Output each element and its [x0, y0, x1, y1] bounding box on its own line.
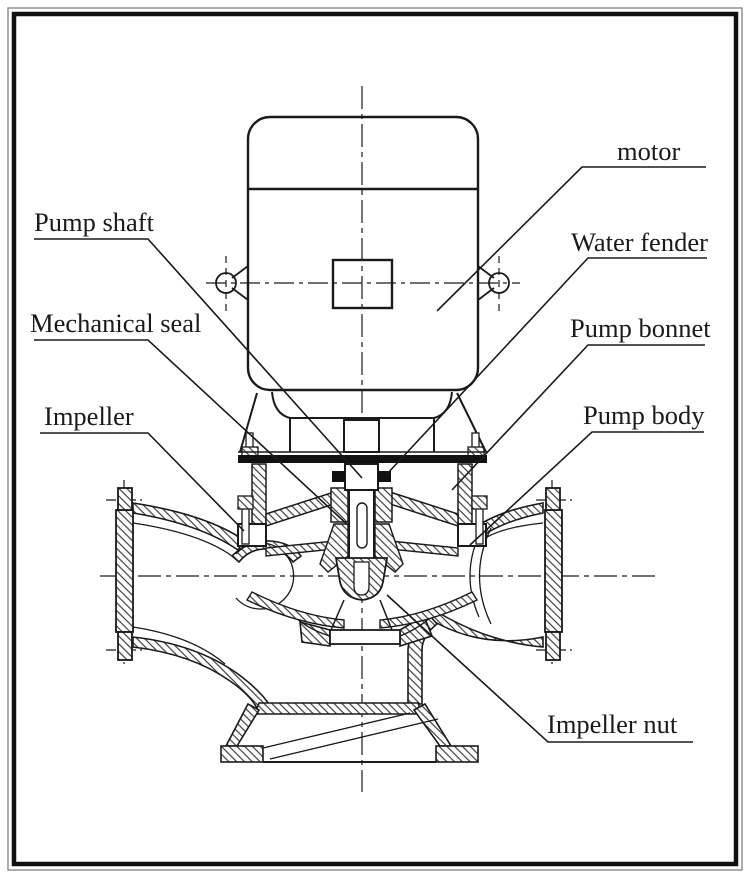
impeller-part	[245, 523, 479, 629]
label-pump-bonnet: Pump bonnet	[570, 313, 711, 343]
label-leader-lines	[34, 166, 707, 743]
motor-terminal-box	[331, 258, 394, 310]
suction-flange	[115, 487, 134, 661]
label-mechanical-seal: Mechanical seal	[30, 308, 201, 338]
pump-bonnet-part	[251, 463, 473, 529]
water-fender-part	[332, 471, 345, 482]
motor-body	[215, 115, 510, 392]
label-pump-shaft: Pump shaft	[34, 207, 155, 237]
label-impeller-nut: Impeller nut	[547, 709, 678, 739]
shaft-keyway	[356, 502, 368, 549]
leader-mechanical-seal	[34, 339, 351, 528]
drawing-border-frame	[7, 7, 743, 871]
leader-pump-shaft	[34, 238, 363, 479]
label-water-fender: Water fender	[571, 227, 708, 257]
impeller-nut-part	[334, 557, 389, 601]
eye-bolt-left	[215, 265, 249, 301]
pedestal-base	[220, 702, 479, 763]
leader-pump-body	[469, 431, 704, 546]
part-labels: Pump shaft Mechanical seal Impeller moto…	[30, 136, 711, 739]
pump-body-casing	[132, 502, 544, 715]
leader-motor	[436, 166, 706, 312]
pedestal-lines	[262, 712, 439, 763]
label-impeller: Impeller	[44, 401, 134, 431]
discharge-flange	[544, 487, 563, 661]
leader-impeller-nut	[386, 594, 693, 743]
impeller-mouth-ring	[329, 599, 401, 645]
water-fender-part	[378, 471, 391, 482]
label-motor: motor	[617, 136, 680, 166]
label-pump-body: Pump body	[583, 400, 705, 430]
leader-water-fender	[385, 257, 707, 476]
mechanical-seal-part	[374, 487, 393, 523]
leader-impeller	[40, 432, 245, 532]
leader-pump-bonnet	[451, 344, 705, 491]
